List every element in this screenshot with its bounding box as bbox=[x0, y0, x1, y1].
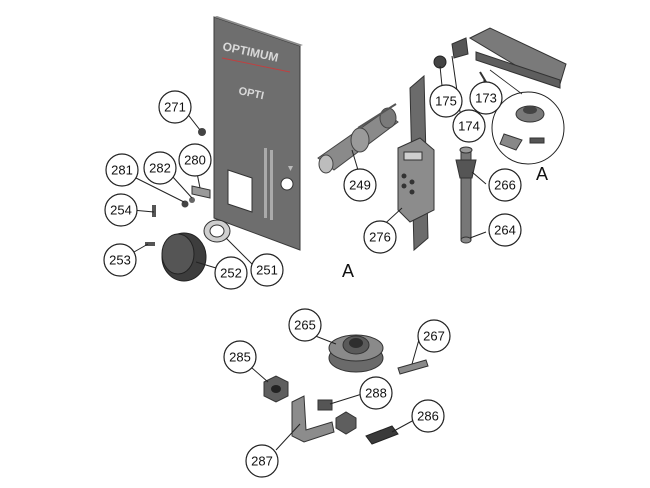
plate-sub-brand: OPTI bbox=[237, 85, 265, 102]
readout-display bbox=[403, 151, 423, 161]
callout-173: 173 bbox=[469, 81, 503, 115]
callout-276-label: 276 bbox=[369, 230, 391, 245]
plate-hole bbox=[280, 177, 294, 191]
plate-slot bbox=[264, 148, 267, 218]
callout-271-label: 271 bbox=[164, 100, 186, 115]
callout-288-label: 288 bbox=[365, 386, 387, 401]
part-286-bolt bbox=[365, 425, 399, 445]
callout-286: 286 bbox=[411, 399, 445, 433]
callout-251-label: 251 bbox=[256, 263, 278, 278]
callout-174: 174 bbox=[452, 109, 486, 143]
callout-251: 251 bbox=[250, 253, 284, 287]
part-282 bbox=[189, 197, 195, 203]
callout-265-label: 265 bbox=[294, 318, 316, 333]
callout-280: 280 bbox=[178, 143, 212, 177]
part-287-bracket bbox=[291, 395, 335, 443]
callout-288: 288 bbox=[359, 376, 393, 410]
part-266-screw bbox=[455, 146, 477, 244]
part-288-screw bbox=[317, 399, 333, 411]
callout-281-label: 281 bbox=[111, 163, 133, 178]
callout-175-label: 175 bbox=[435, 94, 457, 109]
part-175 bbox=[451, 37, 469, 59]
callout-253-label: 253 bbox=[109, 253, 131, 268]
callout-266-label: 266 bbox=[494, 178, 516, 193]
callout-276: 276 bbox=[363, 220, 397, 254]
callout-254: 254 bbox=[104, 193, 138, 227]
callout-252-label: 252 bbox=[220, 266, 242, 281]
callout-287-label: 287 bbox=[251, 454, 273, 469]
part-173 bbox=[479, 71, 487, 83]
callout-173-label: 173 bbox=[475, 91, 497, 106]
top-bracket bbox=[433, 27, 567, 89]
callout-267-label: 267 bbox=[423, 329, 445, 344]
callout-264: 264 bbox=[488, 213, 522, 247]
part-254 bbox=[152, 205, 156, 217]
view-label-a-main: A bbox=[342, 261, 354, 281]
callout-249: 249 bbox=[343, 168, 377, 202]
part-276-readout bbox=[397, 74, 435, 252]
callout-254-label: 254 bbox=[110, 203, 132, 218]
leader-lines bbox=[131, 55, 487, 451]
callout-287: 287 bbox=[245, 444, 279, 478]
part-nut bbox=[335, 411, 357, 435]
plate-arrow bbox=[288, 166, 293, 171]
part-267-pin bbox=[397, 359, 429, 375]
callout-271: 271 bbox=[158, 90, 192, 124]
callout-249-label: 249 bbox=[349, 178, 371, 193]
callout-280-label: 280 bbox=[184, 153, 206, 168]
callout-282-label: 282 bbox=[149, 161, 171, 176]
plate-slot bbox=[270, 150, 273, 220]
callout-285-label: 285 bbox=[229, 350, 251, 365]
left-parts bbox=[145, 128, 231, 282]
detail-circle-a bbox=[489, 69, 565, 165]
callout-265: 265 bbox=[288, 308, 322, 342]
bottom-parts bbox=[263, 334, 429, 445]
view-label-a-detail: A bbox=[536, 164, 548, 184]
callout-266: 266 bbox=[488, 168, 522, 202]
part-281 bbox=[181, 200, 189, 208]
plate-window bbox=[227, 169, 253, 213]
callout-285: 285 bbox=[223, 340, 257, 374]
callout-281: 281 bbox=[105, 153, 139, 187]
callout-174-label: 174 bbox=[458, 119, 480, 134]
callout-264-label: 264 bbox=[494, 223, 516, 238]
callouts: 271 281 282 280 254 253 252 251 249 276 … bbox=[103, 81, 522, 478]
callout-267: 267 bbox=[417, 319, 451, 353]
callout-175: 175 bbox=[429, 84, 463, 118]
part-280 bbox=[191, 185, 211, 199]
callout-282: 282 bbox=[143, 151, 177, 185]
callout-253: 253 bbox=[103, 243, 137, 277]
plate-brand-underline bbox=[221, 57, 291, 73]
callout-252: 252 bbox=[214, 256, 248, 290]
part-253 bbox=[145, 242, 155, 246]
front-plate: OPTIMUM OPTI bbox=[213, 16, 303, 251]
part-249-shaft bbox=[317, 103, 399, 174]
callout-286-label: 286 bbox=[417, 409, 439, 424]
